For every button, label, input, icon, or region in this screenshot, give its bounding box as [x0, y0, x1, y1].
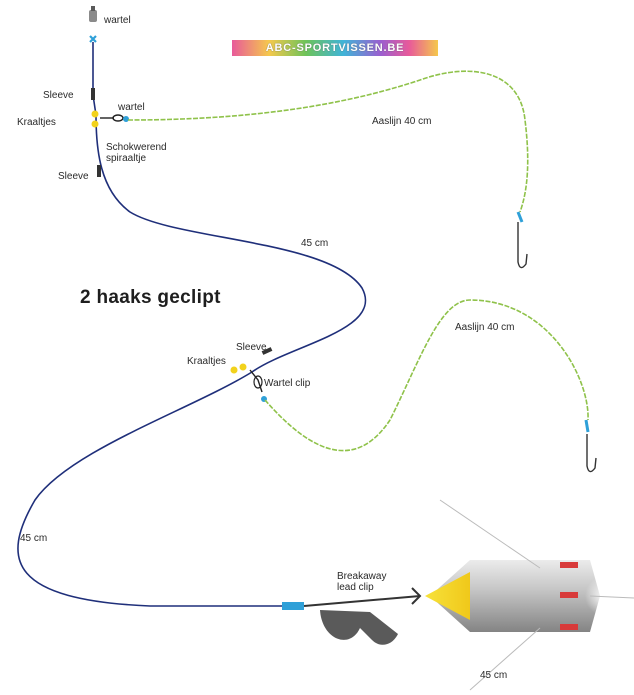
hook-1-icon: [516, 211, 528, 269]
sleeve-top-icon: [91, 88, 95, 100]
label-kraaltjes-2: Kraaltjes: [187, 356, 226, 367]
brand-banner: ABC-SPORTVISSEN.BE: [232, 40, 438, 56]
label-length-3: 45 cm: [480, 670, 508, 681]
label-breakaway-2: lead clip: [337, 582, 374, 593]
bead-top-2-icon: [91, 120, 99, 128]
top-swivel-icon: [89, 6, 97, 43]
breakaway-clip-icon: [282, 587, 422, 645]
bead-mid-1-icon: [230, 366, 238, 374]
main-line: [17, 42, 366, 607]
label-aaslijn-2: Aaslijn 40 cm: [455, 322, 515, 333]
diagram-title: 2 haaks geclipt: [80, 287, 221, 308]
label-kraaltjes-1: Kraaltjes: [17, 117, 56, 128]
bead-mid-2-icon: [239, 363, 247, 371]
wartel-top-icon: [100, 114, 129, 122]
lead-weight-icon: [425, 499, 634, 691]
label-length-2: 45 cm: [20, 533, 48, 544]
label-schokwerend: Schokwerend: [106, 142, 167, 153]
bead-top-1-icon: [91, 110, 99, 118]
label-aaslijn-1: Aaslijn 40 cm: [372, 116, 432, 127]
label-spiraaltje: spiraaltje: [106, 153, 147, 164]
hook-line-1: [127, 70, 529, 213]
label-breakaway-1: Breakaway: [337, 571, 387, 582]
hook-2-icon: [584, 419, 597, 473]
label-wartel-top: wartel: [104, 15, 131, 26]
label-length-1: 45 cm: [301, 238, 329, 249]
sleeve-middle-icon: [261, 347, 273, 355]
label-sleeve-2: Sleeve: [58, 171, 89, 182]
label-wartel-clip: Wartel clip: [264, 378, 311, 389]
label-sleeve-1: Sleeve: [43, 90, 74, 101]
wartel-clip-icon: [249, 369, 267, 402]
sleeve-lower-icon: [97, 165, 101, 177]
label-sleeve-3: Sleeve: [236, 342, 267, 353]
label-wartel-1: wartel: [118, 102, 145, 113]
hook-line-2: [264, 299, 589, 452]
